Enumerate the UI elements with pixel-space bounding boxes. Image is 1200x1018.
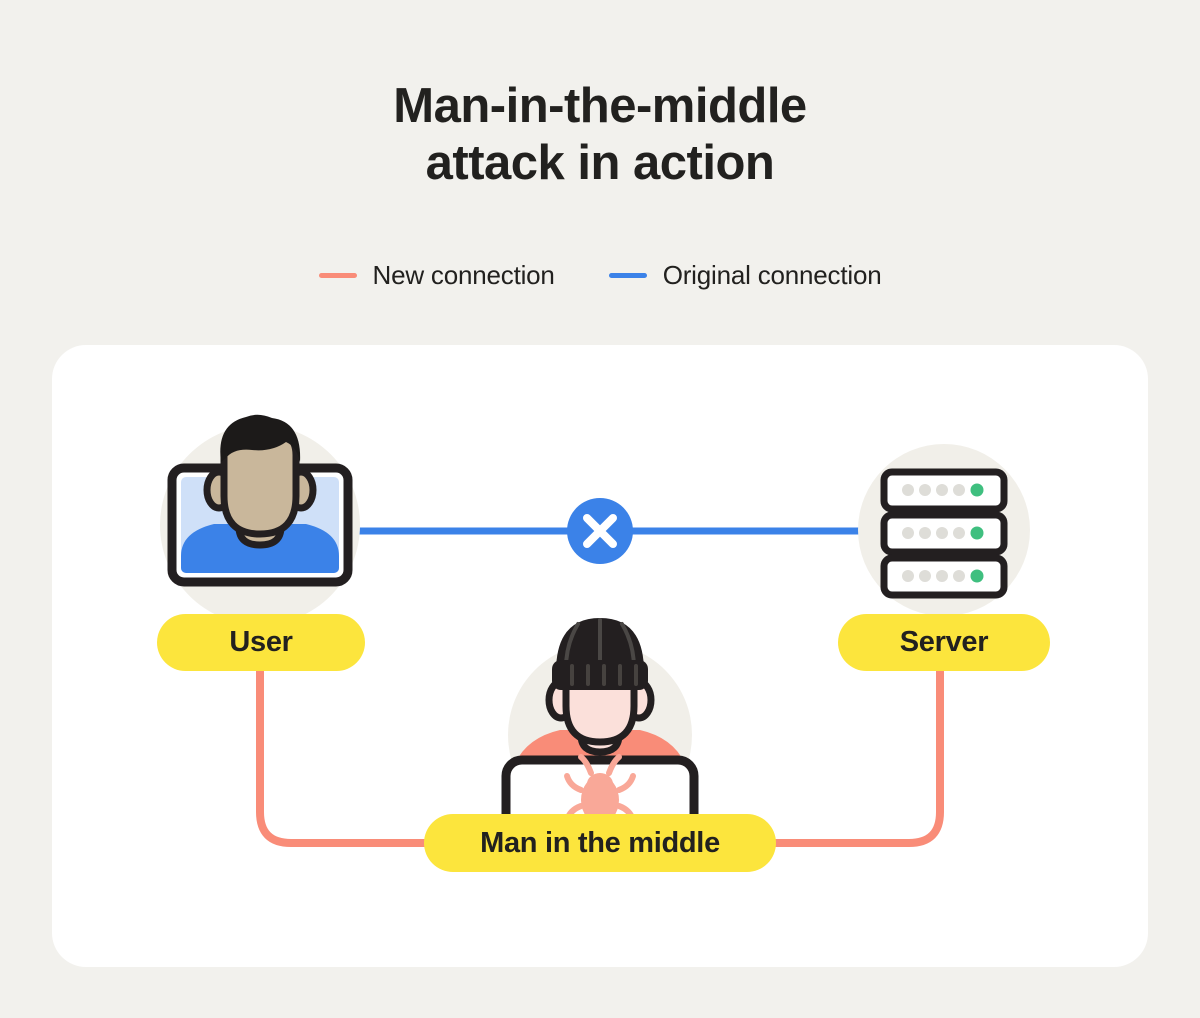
server-led [936,527,948,539]
page-title-line-1: Man-in-the-middle [393,79,807,133]
server-led [953,527,965,539]
node-label-man-in-the-middle-text: Man in the middle [480,826,720,859]
legend-label-original-connection: Original connection [662,260,882,290]
legend-item-original-connection: Original connection [608,260,882,291]
server-led [919,570,931,582]
server-led [953,484,965,496]
page-title-line-2: attack in action [425,135,775,190]
hacker-beanie-cuff [552,660,648,690]
node-label-user[interactable]: User [157,614,365,671]
user-hair [220,414,301,462]
server-led [936,484,948,496]
server-led-active [970,483,984,497]
bug-icon [564,754,636,824]
server-led [902,527,914,539]
node-label-man-in-the-middle[interactable]: Man in the middle [424,814,776,872]
page-title: Man-in-the-middle attack in action [0,78,1200,192]
legend-swatch-new-connection [318,273,357,278]
hacker-beanie-ribs [570,664,638,686]
node-label-user-text: User [229,626,293,658]
server-led [919,527,931,539]
server-led [953,570,965,582]
server-node [858,444,1030,616]
legend: New connection Original connection [0,260,1200,291]
node-label-server-text: Server [899,626,989,658]
user-shirt [181,524,339,573]
user-node [160,414,360,625]
close-icon [583,514,617,548]
server-led [936,570,948,582]
legend-label-new-connection: New connection [372,260,555,290]
legend-item-new-connection: New connection [318,260,555,291]
legend-swatch-original-connection [608,273,647,278]
server-led [902,484,914,496]
server-led [919,484,931,496]
server-led-active [970,569,984,583]
node-label-server[interactable]: Server [838,614,1050,671]
server-led-active [970,526,984,540]
server-led [902,570,914,582]
blocked-connection-icon [567,498,633,564]
